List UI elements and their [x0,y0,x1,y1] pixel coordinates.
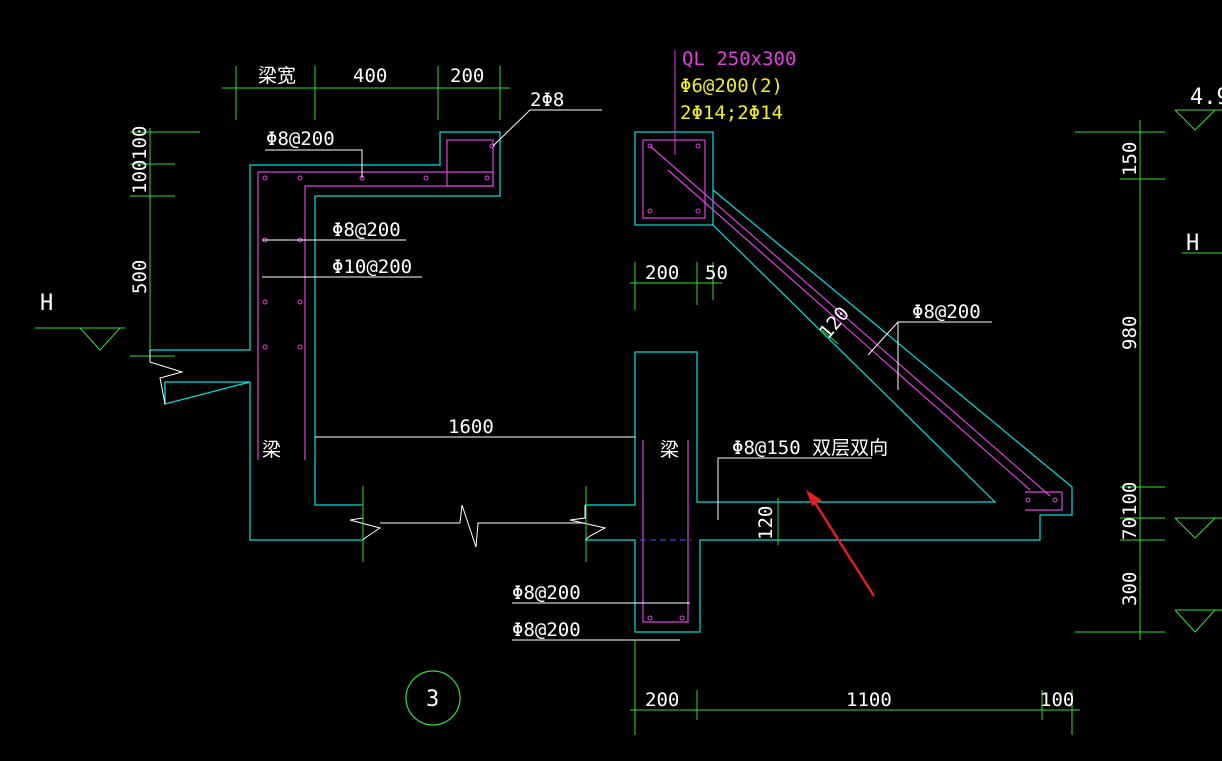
rebar-dots-left [262,143,495,350]
leader-lines-left [262,109,636,438]
dim-200-50-chain [630,262,722,310]
beam-label-left: 梁 [262,439,281,461]
dim-1600: 1600 [448,416,494,438]
dim-200-mid: 200 [645,262,679,284]
lower-rebar-leaders [512,602,690,641]
dim-100-right: 100 [1119,482,1141,516]
dim-500: 500 [129,260,151,294]
lower-rebar-label-1: Φ8@200 [512,582,581,604]
dim-120-slab: 120 [815,303,854,343]
dim-70: 70 [1119,517,1141,540]
ql-label-line1: QL 250x300 [682,48,796,70]
left-dimension-chain [130,128,200,360]
left-detail-outline [150,131,501,541]
slab-rebar-label: Φ8@200 [912,301,981,323]
dim-300: 300 [1119,572,1141,606]
beam-label-right: 梁 [660,439,679,461]
slab-rebar-leader [867,321,992,390]
dim-400: 400 [353,65,387,87]
ql-label-line2: Φ6@200(2) [680,75,783,97]
rebar-label-mid2: Φ10@200 [332,256,412,278]
green-break-guides [362,486,587,562]
dim-200-bottom: 200 [645,689,679,711]
detail-number: 3 [426,687,439,712]
dim-100-a: 100 [129,126,151,160]
dim-50-mid: 50 [705,262,728,284]
rebar-label-mid1: Φ8@200 [332,219,401,241]
level-symbol-left [35,327,125,351]
break-line-left [149,350,184,405]
red-arrow-annotation [806,490,876,597]
left-detail-rebar [257,139,494,460]
dim-beam-width: 梁宽 [258,65,296,87]
dim-980: 980 [1119,316,1141,350]
rebar-dots-right [647,143,1058,621]
top-dimension-chain [222,66,510,120]
dim-200-top: 200 [450,65,484,87]
level-value-top: 4.9 [1190,85,1222,110]
ql-label-line3: 2Φ14;2Φ14 [680,102,783,124]
bottom-rebar-leader [717,457,872,520]
right-detail-rebar [642,139,1063,623]
middle-break-line [349,504,607,548]
dim-100-bottom: 100 [1040,689,1074,711]
dim-150: 150 [1119,142,1141,176]
right-detail-outline [585,131,1073,633]
detail-number-circle [405,670,461,726]
level-h-right: H [1186,231,1199,256]
bottom-dimension-chain [630,640,1080,735]
bottom-rebar-label: Φ8@150 双层双向 [732,437,888,459]
dim-100-b: 100 [129,160,151,194]
right-dimension-chain [1075,120,1165,640]
lower-rebar-label-2: Φ8@200 [512,619,581,641]
level-h-left: H [40,291,53,316]
rebar-label-top: Φ8@200 [266,128,335,150]
level-symbols-right [1174,109,1222,633]
dim-1100: 1100 [846,689,892,711]
rebar-label-2phi8: 2Φ8 [530,89,564,111]
dim-120-bottom: 120 [755,506,777,540]
slab-thickness-dim [821,329,839,345]
